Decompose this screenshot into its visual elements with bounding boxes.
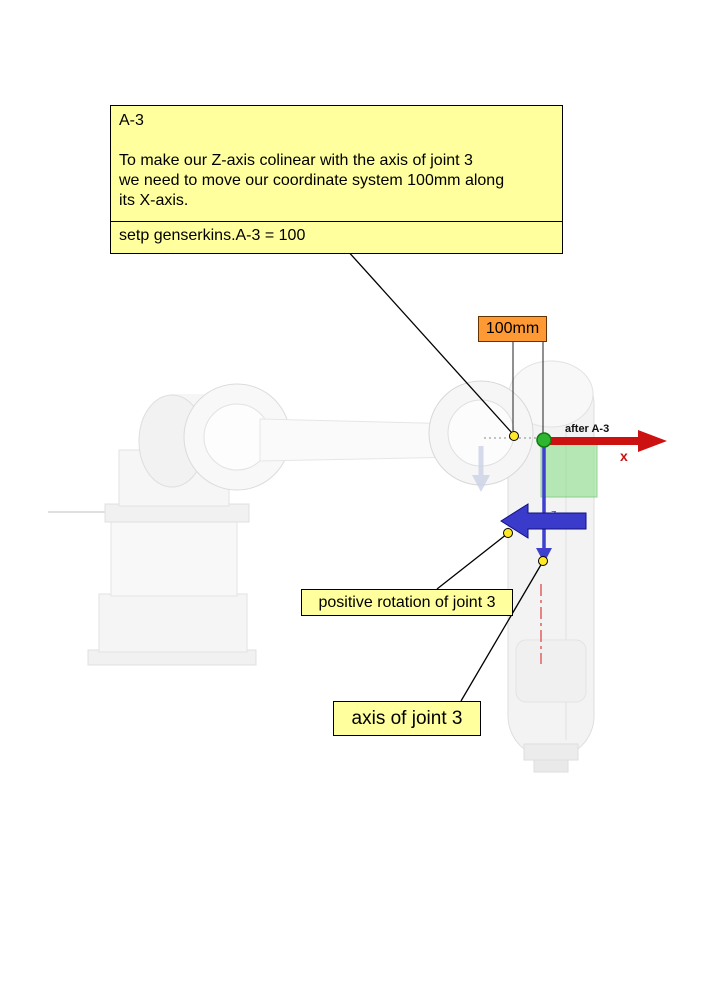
coordinate-frame-square — [540, 442, 598, 498]
x-axis-arrow — [548, 430, 667, 452]
after-a3-label: after A-3 — [565, 423, 609, 435]
axis-anchor-dot — [538, 556, 548, 566]
note-anchor-dot — [509, 431, 519, 441]
note-main: A-3 To make our Z-axis colinear with the… — [111, 106, 562, 221]
z-axis-arrow — [536, 447, 552, 563]
positive-rotation-callout: positive rotation of joint 3 — [301, 589, 513, 616]
dimension-label: 100mm — [478, 316, 547, 342]
old-z-axis-arrow — [472, 446, 490, 492]
rotation-leader-line — [436, 533, 508, 590]
x-axis-label: x — [620, 448, 628, 464]
rotation-direction-arrow — [500, 503, 587, 539]
note-command: setp genserkins.A-3 = 100 — [111, 221, 562, 253]
origin-point-marker — [536, 432, 552, 448]
robot-arm-graphic — [48, 360, 595, 773]
note-body-line: To make our Z-axis colinear with the axi… — [119, 152, 473, 169]
note-body-line: we need to move our coordinate system 10… — [119, 172, 505, 189]
note-leader-line — [345, 248, 513, 434]
joint-axis-callout: axis of joint 3 — [333, 701, 481, 736]
note-title: A-3 — [119, 112, 144, 129]
annotation-note-box: A-3 To make our Z-axis colinear with the… — [110, 105, 563, 254]
note-body-line: its X-axis. — [119, 192, 189, 209]
axis-leader-line — [460, 562, 543, 702]
rotation-anchor-dot — [503, 528, 513, 538]
